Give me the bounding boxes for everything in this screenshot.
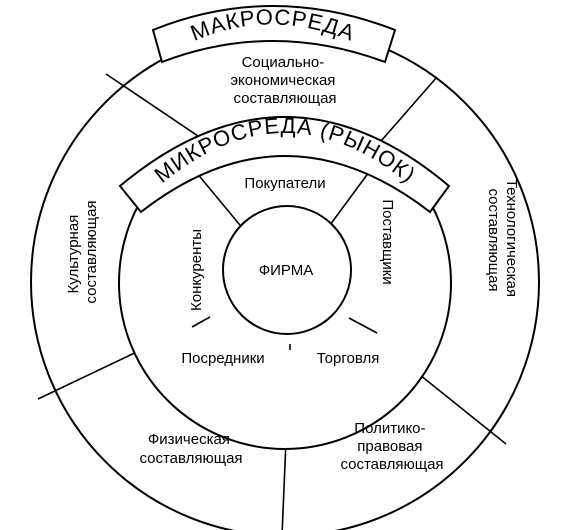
political-label: Политико- правовая составляющая [340, 420, 443, 473]
micro-divider [348, 317, 378, 334]
physical-label: Физическая составляющая [139, 431, 242, 467]
trade-label: Торговля [317, 350, 380, 367]
micro-divider [191, 316, 211, 328]
competitors-label: Конкуренты [188, 229, 205, 311]
buyers-label: Покупатели [244, 175, 325, 192]
suppliers-label: Поставщики [379, 199, 396, 284]
cultural-label: Культурная составляющая [65, 200, 100, 303]
firm-circle [222, 205, 352, 335]
social-label: Социально- экономическая составляющая [230, 54, 339, 107]
micro-divider [329, 167, 373, 226]
macro-banner [151, 5, 397, 64]
technological-label: Технологическая составляющая [485, 179, 520, 301]
micro-divider [195, 171, 245, 231]
micro-banner [118, 116, 451, 214]
intermediaries-label: Посредники [181, 350, 264, 367]
firm-label: ФИРМА [259, 262, 314, 279]
